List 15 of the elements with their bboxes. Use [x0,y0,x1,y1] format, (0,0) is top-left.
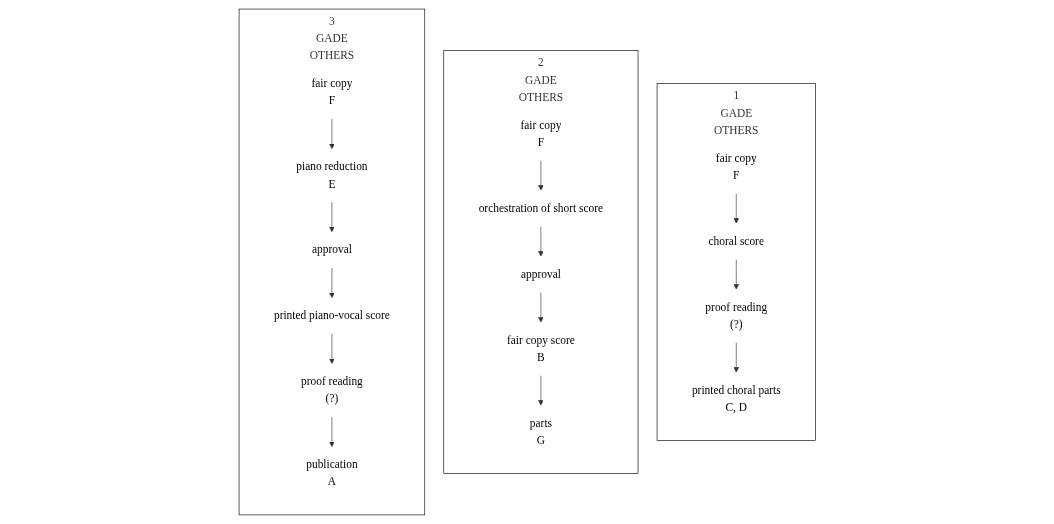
node-text: proof reading (?) [300,375,363,405]
node-text: proof reading (?) [705,300,767,331]
node-text: orchestration of short score [478,201,603,215]
node-text: fair copy F [715,151,757,182]
node-text: choral score [708,234,764,248]
node-text: parts G [529,416,552,447]
node-text: approval [311,243,352,256]
node-text: fair copy F [311,77,353,108]
node-text: piano reduction E [295,160,368,191]
node-text: approval [520,267,561,281]
node-text: publication A [305,458,358,488]
node-text: printed choral parts C, D [691,383,781,414]
node-text: fair copy score B [506,333,575,364]
node-text: fair copy F [520,118,562,149]
node-text: printed piano-vocal score [273,309,390,322]
